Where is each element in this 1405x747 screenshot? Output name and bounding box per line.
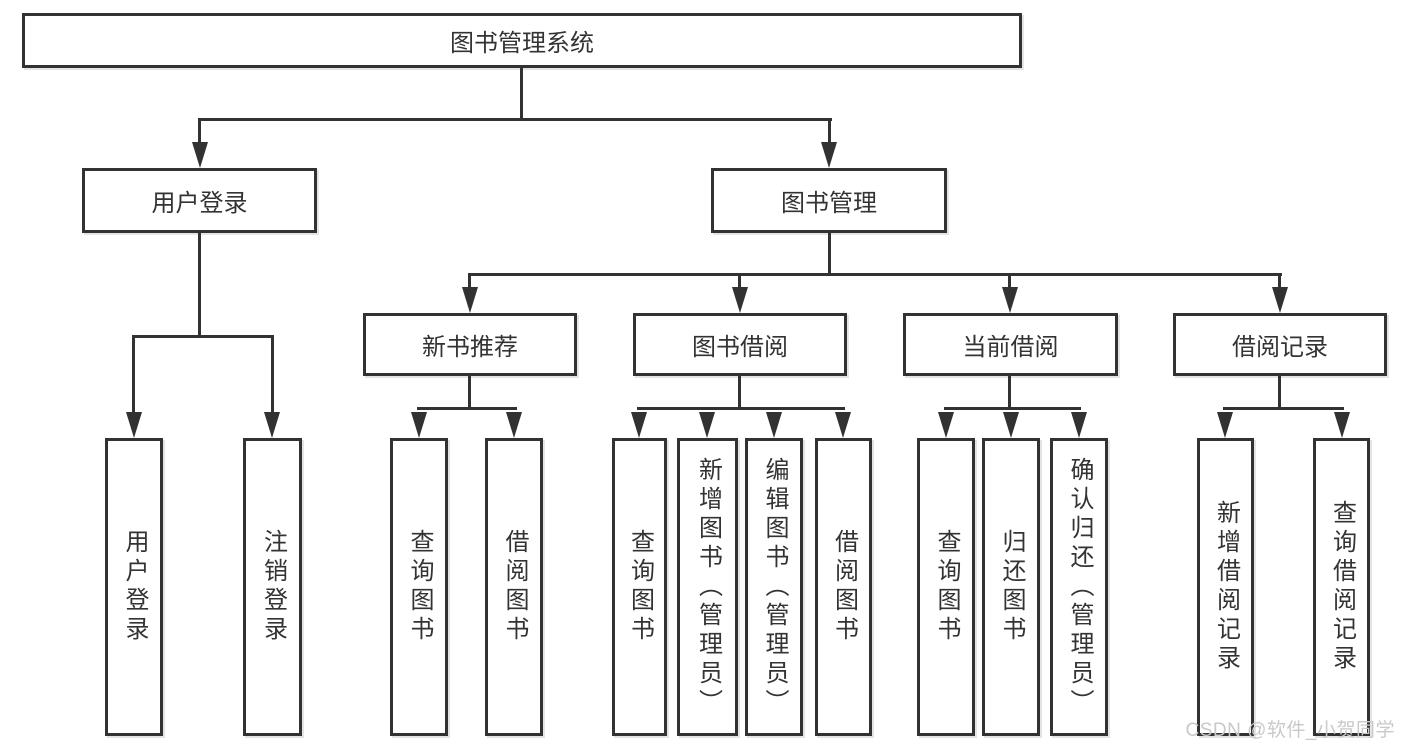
arrow-down-icon [1002, 287, 1018, 313]
leaf-label: 借阅图书 [830, 529, 858, 645]
connector-level3-hline [468, 273, 1282, 276]
node-new-book-recommend-label: 新书推荐 [422, 334, 518, 361]
connector-shaft [132, 335, 135, 412]
leaf-label: 查询图书 [933, 529, 960, 645]
connector-root-stub [520, 68, 523, 118]
leaf-query-borrow-record: 查询借阅记录 [1313, 438, 1370, 736]
node-new-book-recommend: 新书推荐 [363, 313, 577, 376]
leaf-label: 查询图书 [406, 529, 433, 645]
arrow-down-icon [766, 412, 782, 438]
arrow-down-icon [506, 412, 522, 438]
leaf-return-books: 归还图书 [982, 438, 1040, 736]
connector-shaft [1008, 273, 1011, 289]
arrow-down-icon [1334, 412, 1350, 438]
leaf-add-book-admin: 新增图书（管理员） [677, 438, 738, 736]
arrow-down-icon [821, 142, 837, 168]
leaf-label: 用户登录 [121, 529, 148, 645]
connector-hline [637, 407, 845, 410]
leaf-query-books-current: 查询图书 [917, 438, 975, 736]
arrow-down-icon [1272, 287, 1288, 313]
leaf-add-borrow-record: 新增借阅记录 [1197, 438, 1254, 736]
connector-stub [828, 233, 831, 273]
node-borrowing-records-label: 借阅记录 [1232, 334, 1328, 361]
connector-shaft [828, 118, 831, 144]
leaf-logout: 注销登录 [243, 438, 302, 736]
connector-stub [1008, 376, 1011, 407]
connector-stub [198, 233, 201, 335]
arrow-down-icon [411, 412, 427, 438]
connector-hline [132, 335, 274, 338]
connector-shaft [468, 273, 471, 289]
arrow-down-icon [1071, 412, 1087, 438]
arrow-down-icon [192, 142, 208, 168]
leaf-borrow-books-recommend: 借阅图书 [485, 438, 543, 736]
connector-stub [468, 376, 471, 407]
connector-stub [738, 376, 741, 407]
leaf-label: 注销登录 [259, 529, 287, 645]
arrow-down-icon [938, 412, 954, 438]
leaf-label: 新增借阅记录 [1212, 500, 1240, 674]
arrow-down-icon [835, 412, 851, 438]
connector-shaft [1278, 273, 1281, 289]
node-book-management: 图书管理 [711, 168, 947, 233]
leaf-edit-book-admin: 编辑图书（管理员） [745, 438, 803, 736]
node-book-management-label: 图书管理 [781, 190, 877, 217]
arrow-down-icon [462, 287, 478, 313]
leaf-label: 查询图书 [626, 529, 654, 645]
node-current-borrowing: 当前借阅 [903, 313, 1118, 376]
leaf-label: 新增图书（管理员） [694, 456, 722, 718]
leaf-label: 确认归还（管理员） [1066, 456, 1093, 718]
leaf-confirm-return-admin: 确认归还（管理员） [1050, 438, 1108, 736]
leaf-label: 归还图书 [998, 529, 1025, 645]
leaf-label: 查询借阅记录 [1328, 500, 1356, 674]
connector-shaft [198, 118, 201, 144]
node-borrowing-records: 借阅记录 [1173, 313, 1387, 376]
arrow-down-icon [1217, 412, 1233, 438]
connector-hline [1223, 407, 1344, 410]
arrow-down-icon [699, 412, 715, 438]
connector-shaft [271, 335, 274, 412]
connector-hline [944, 407, 1081, 410]
arrow-down-icon [126, 412, 142, 438]
leaf-label: 编辑图书（管理员） [761, 456, 788, 718]
connector-hline [417, 407, 517, 410]
node-root: 图书管理系统 [22, 13, 1022, 68]
node-book-borrowing: 图书借阅 [633, 313, 847, 376]
node-user-login-label: 用户登录 [151, 190, 248, 217]
arrow-down-icon [732, 287, 748, 313]
node-root-label: 图书管理系统 [450, 30, 594, 57]
node-user-login: 用户登录 [82, 168, 317, 233]
csdn-watermark: CSDN @软件_小贺同学 [1185, 720, 1395, 741]
leaf-query-books-recommend: 查询图书 [390, 438, 448, 736]
arrow-down-icon [631, 412, 647, 438]
connector-level2-hline [198, 118, 832, 121]
arrow-down-icon [264, 412, 280, 438]
leaf-borrow-books-borrowing: 借阅图书 [815, 438, 872, 736]
leaf-label: 借阅图书 [501, 529, 528, 645]
node-book-borrowing-label: 图书借阅 [692, 334, 788, 361]
leaf-query-books-borrowing: 查询图书 [612, 438, 667, 736]
arrow-down-icon [1003, 412, 1019, 438]
leaf-user-login: 用户登录 [105, 438, 163, 736]
connector-shaft [738, 273, 741, 289]
connector-stub [1278, 376, 1281, 407]
node-current-borrowing-label: 当前借阅 [962, 334, 1059, 361]
